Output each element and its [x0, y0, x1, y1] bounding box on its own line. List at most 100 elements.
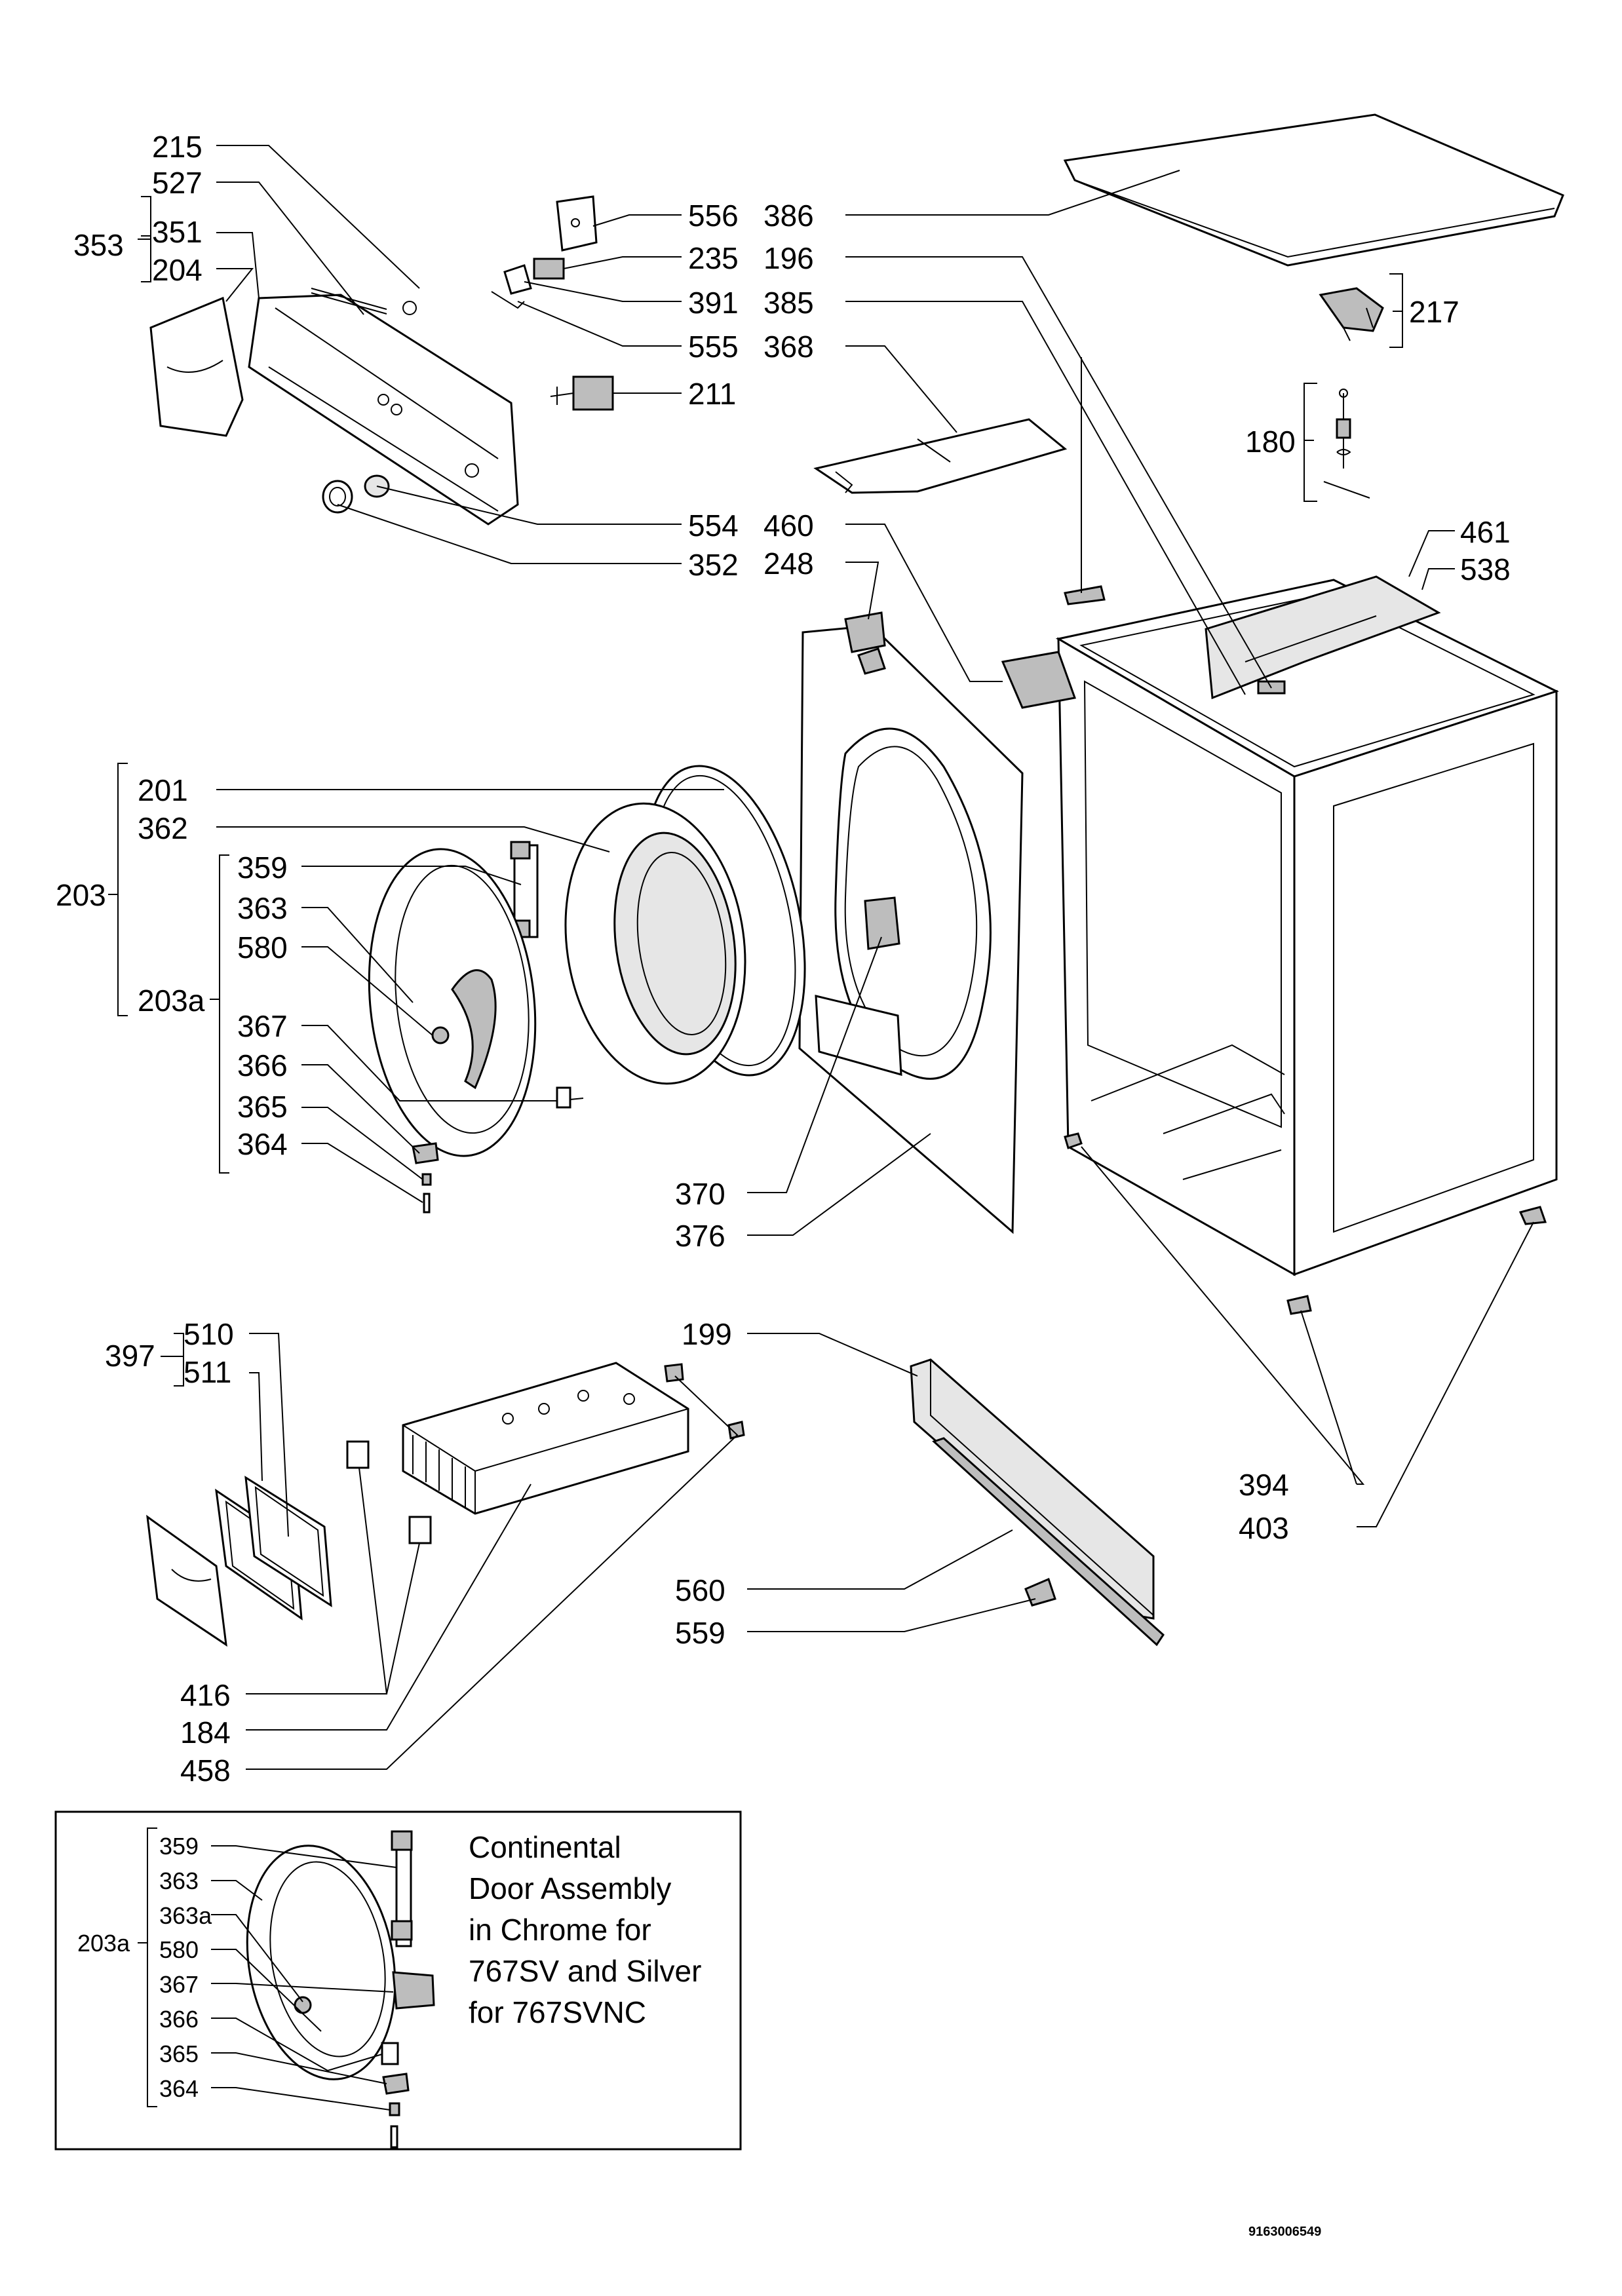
label-416: 416 — [180, 1678, 231, 1712]
pin-part-364 — [423, 1193, 431, 1214]
inset-label-203a: 203a — [77, 1930, 130, 1957]
switch-part-235 — [533, 258, 565, 280]
inset-label-367: 367 — [159, 1971, 199, 1998]
label-391: 391 — [688, 286, 739, 320]
clip-part-458 — [664, 1363, 745, 1440]
label-368: 368 — [763, 330, 814, 364]
label-376: 376 — [675, 1219, 725, 1253]
label-560: 560 — [675, 1573, 725, 1607]
document-number: 9163006549 — [1248, 2225, 1321, 2239]
label-394: 394 — [1239, 1468, 1289, 1502]
filter-part-184 — [402, 1362, 689, 1515]
label-362: 362 — [138, 811, 188, 845]
lamp-part-215 — [311, 288, 417, 315]
inset-door-drawing — [246, 1830, 435, 2149]
inset-label-365: 365 — [159, 2040, 199, 2067]
label-580: 580 — [237, 930, 288, 965]
clip-part-559 — [1024, 1577, 1056, 1607]
service-door-part-397 — [146, 1514, 227, 1647]
latch-part-366 — [412, 1142, 439, 1164]
hinge-part-217 — [1319, 287, 1384, 341]
label-184: 184 — [180, 1715, 231, 1750]
inset-label-363: 363 — [159, 1867, 199, 1894]
timer-part-211 — [550, 375, 614, 411]
label-211: 211 — [688, 377, 736, 411]
label-538: 538 — [1460, 552, 1511, 586]
kick-strip-part-560 — [932, 1437, 1165, 1647]
label-359: 359 — [237, 851, 288, 885]
part-labels: 215 527 353 351 204 556 235 391 555 211 … — [56, 130, 1511, 1788]
label-203: 203 — [56, 878, 106, 912]
label-364: 364 — [237, 1127, 288, 1161]
door-glass-part-580 — [431, 1026, 450, 1044]
label-366: 366 — [237, 1048, 288, 1082]
inset-note-line-1: Continental — [469, 1830, 621, 1864]
label-458: 458 — [180, 1753, 231, 1788]
label-559: 559 — [675, 1616, 725, 1650]
clip-part-416 — [346, 1440, 432, 1544]
front-panel-part-376 — [798, 624, 1024, 1234]
label-461: 461 — [1460, 515, 1511, 549]
label-385: 385 — [763, 286, 814, 320]
door-latch-part-367 — [556, 1086, 584, 1109]
label-353: 353 — [73, 228, 124, 262]
inset-continental-door: 359 363 363a 203a 580 367 366 365 364 Co… — [54, 1810, 742, 2151]
kick-plate-part-199 — [910, 1358, 1155, 1620]
label-555: 555 — [688, 330, 739, 364]
ring-part-352 — [322, 480, 353, 514]
tray-part-368 — [813, 418, 1068, 494]
outer-door-part-363 — [368, 848, 537, 1157]
inset-frame — [54, 1810, 742, 2151]
inset-note-line-2: Door Assembly — [469, 1871, 671, 1905]
label-386: 386 — [763, 199, 814, 233]
label-403: 403 — [1239, 1511, 1289, 1545]
inset-label-580: 580 — [159, 1936, 199, 1963]
inset-label-363a: 363a — [159, 1902, 212, 1929]
label-180: 180 — [1245, 425, 1296, 459]
inset-note-line-4: 767SV and Silver — [469, 1954, 701, 1988]
label-527: 527 — [152, 166, 203, 200]
inset-note-line-3: in Chrome for — [469, 1913, 651, 1947]
cabinet-body — [1055, 579, 1559, 1315]
label-351: 351 — [152, 215, 203, 249]
label-363: 363 — [237, 891, 288, 925]
label-215: 215 — [152, 130, 203, 164]
label-511: 511 — [183, 1355, 231, 1389]
leader-lines — [108, 145, 1534, 1770]
spring-part-365 — [421, 1173, 432, 1186]
inset-label-359: 359 — [159, 1833, 199, 1860]
switch-clip-part-391 — [503, 264, 532, 295]
label-367: 367 — [237, 1009, 288, 1043]
label-460: 460 — [763, 508, 814, 543]
clip-part-385 — [1064, 585, 1106, 605]
label-199: 199 — [682, 1317, 732, 1351]
door-catch-part-180 — [1323, 389, 1370, 499]
top-lid-part-386 — [1063, 113, 1564, 267]
label-203a: 203a — [138, 984, 205, 1018]
label-204: 204 — [152, 253, 203, 287]
label-510: 510 — [183, 1317, 234, 1351]
label-235: 235 — [688, 241, 739, 275]
label-248: 248 — [763, 546, 814, 581]
label-397: 397 — [105, 1339, 155, 1373]
label-554: 554 — [688, 508, 739, 543]
bracket-part-555 — [491, 291, 525, 309]
inset-label-366: 366 — [159, 2006, 199, 2033]
label-556: 556 — [688, 199, 739, 233]
label-201: 201 — [138, 773, 188, 807]
label-365: 365 — [237, 1090, 288, 1124]
door-gasket-part-510 — [244, 1476, 332, 1607]
clip-part-248 — [844, 611, 886, 653]
switch-bracket-part-556 — [556, 195, 598, 252]
label-217: 217 — [1409, 295, 1459, 329]
inset-note-line-5: for 767SVNC — [469, 1995, 646, 2029]
label-352: 352 — [688, 548, 739, 582]
control-panel-part-351 — [248, 294, 519, 526]
detergent-drawer-part-204 — [149, 296, 244, 437]
inset-label-364: 364 — [159, 2075, 199, 2102]
label-196: 196 — [763, 241, 814, 275]
bracket-part-460 — [1001, 651, 1077, 709]
inner-door-frame-part-362 — [564, 802, 746, 1085]
label-370: 370 — [675, 1177, 725, 1211]
